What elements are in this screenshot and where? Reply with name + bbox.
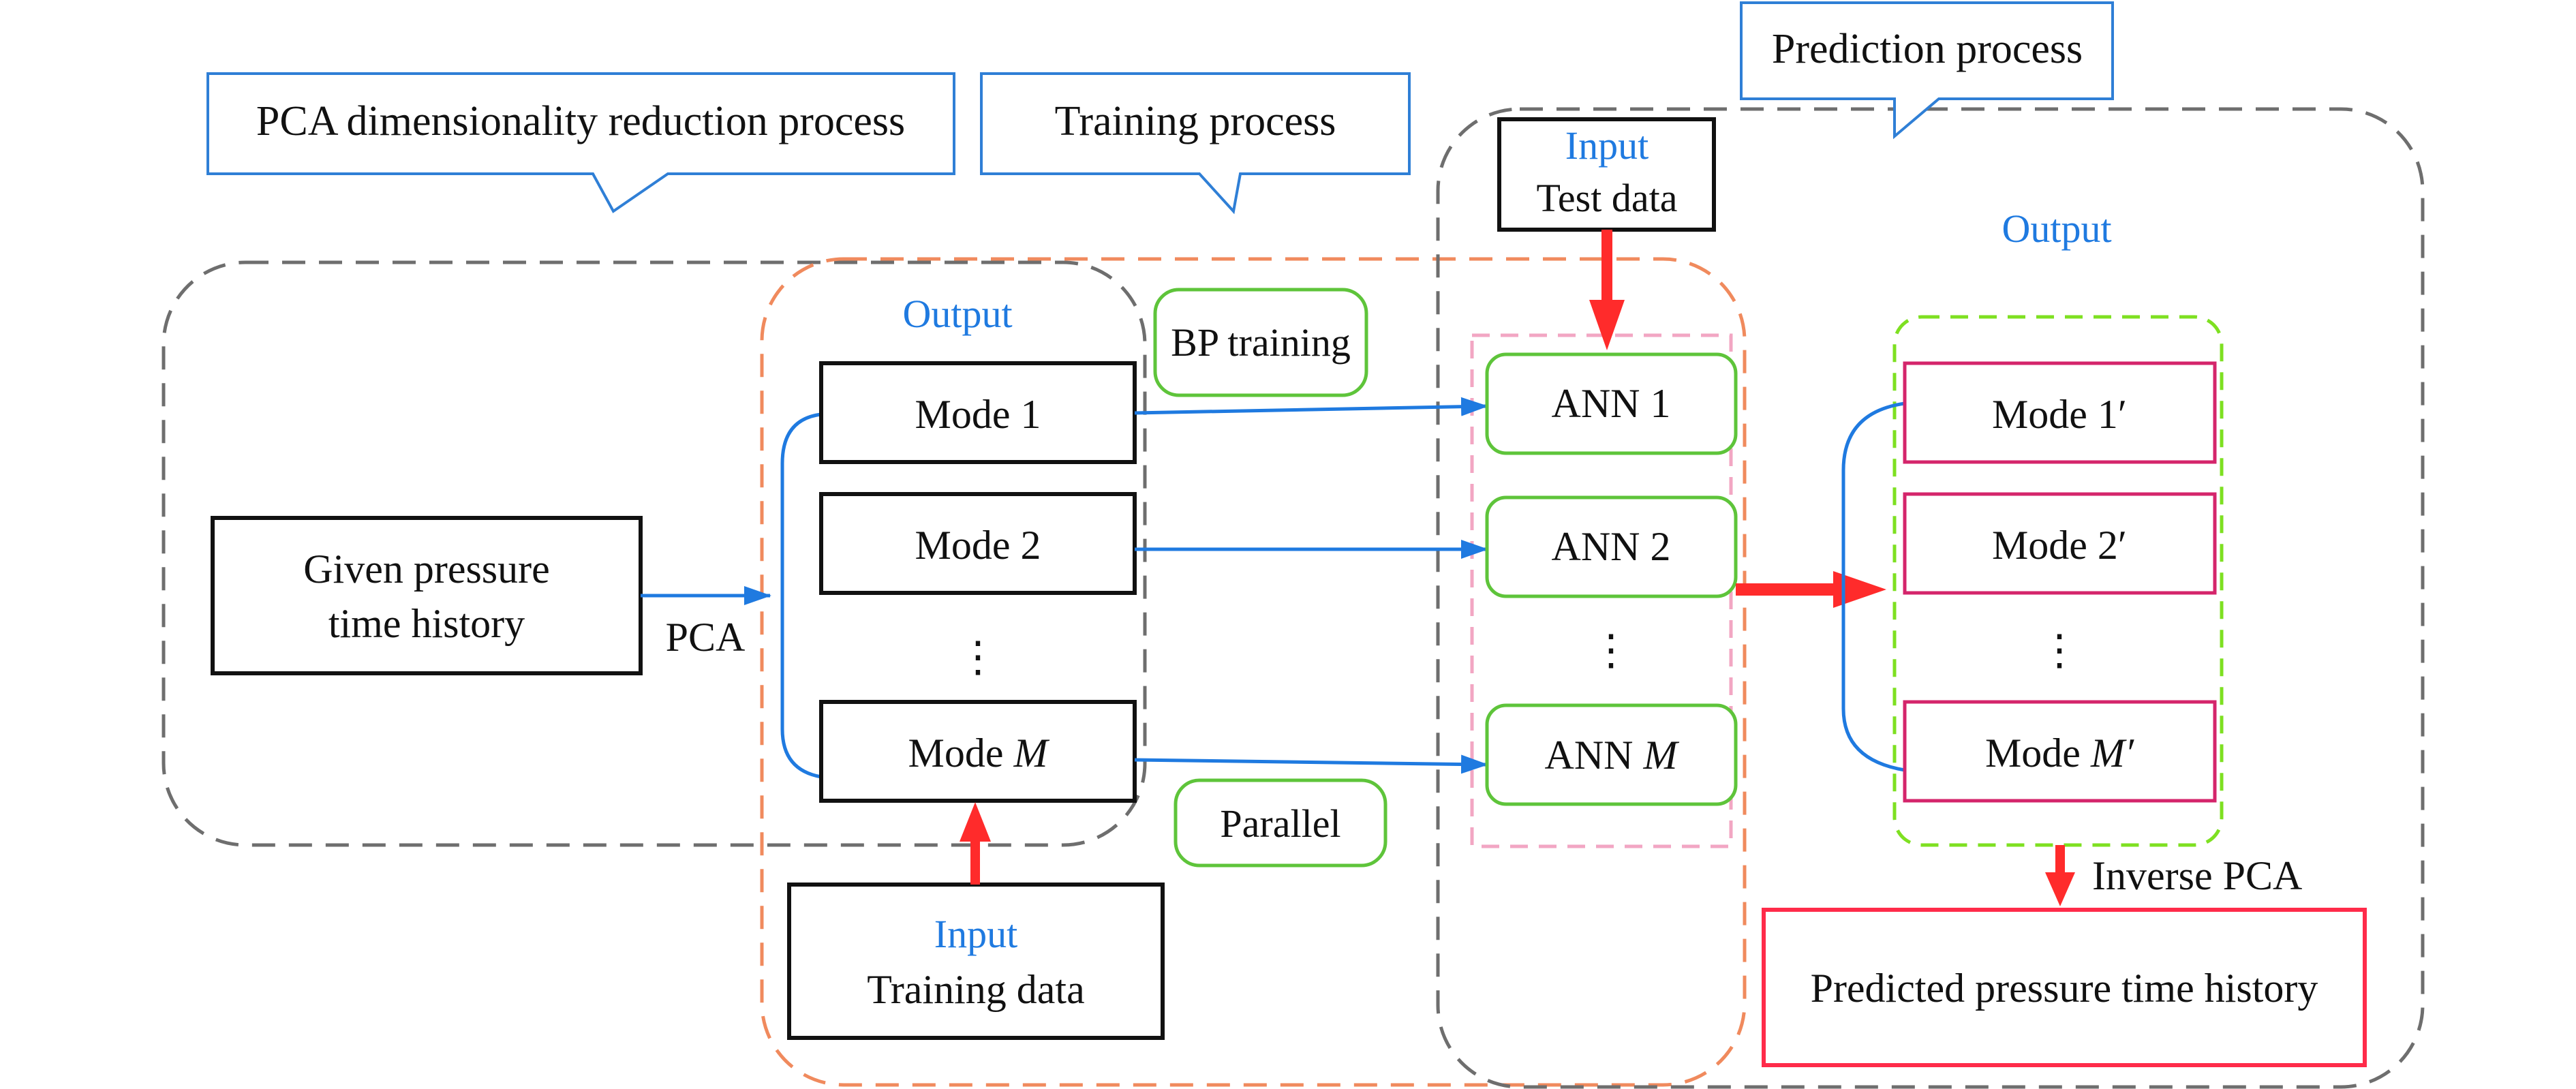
input-training-text: Training data	[867, 967, 1084, 1012]
mode-box-1: Mode 1	[819, 361, 1137, 464]
predicted-frame	[1762, 908, 2367, 1067]
callout-training-text: Training process	[1055, 98, 1336, 144]
output-arrow-shaft	[1736, 583, 1841, 596]
bp-training-frame	[1153, 288, 1368, 397]
pca-arrow-label: PCA	[666, 615, 746, 660]
mode-m-frame	[819, 700, 1137, 803]
callout-prediction-text: Prediction process	[1772, 26, 2083, 72]
ann-2-frame	[1485, 495, 1738, 598]
ann-1-label: ANN 1	[1552, 381, 1671, 426]
ann-2-label: ANN 2	[1552, 524, 1671, 569]
mode-box-m: Mode M	[819, 700, 1137, 803]
input-training-label: Input	[934, 912, 1017, 956]
callout-training: Training process	[980, 72, 1411, 215]
ann-to-output-arrow	[1736, 571, 1886, 608]
test-to-ann-arrow	[1589, 230, 1625, 350]
bp-training-tag: BP training	[1153, 288, 1368, 397]
ann-box-1: ANN 1	[1485, 352, 1738, 455]
mode-2-frame	[819, 492, 1137, 595]
ann-group-region	[1470, 333, 1733, 848]
output-label-right: Output	[2002, 206, 2111, 251]
mode-prime-box-m: Mode M′	[1903, 700, 2217, 803]
prediction-region	[1436, 107, 2425, 1089]
output-arrow-head	[1833, 571, 1886, 608]
predicted-text: Predicted pressure time history	[1811, 966, 2318, 1011]
ann-m-frame	[1485, 703, 1738, 806]
given-pressure-box: Given pressure time history	[211, 516, 643, 675]
training-to-mode-arrow	[960, 802, 991, 885]
test-arrow-shaft	[1601, 230, 1612, 303]
mode-prime-m-label: Mode M′	[1985, 731, 2134, 776]
parallel-text: Parallel	[1220, 801, 1340, 846]
inverse-pca-arrow	[2045, 845, 2075, 906]
given-pressure-line1: Given pressure	[303, 547, 550, 592]
anns-ellipsis: ⋮	[1590, 628, 1632, 674]
input-training-box: Input Training data	[787, 883, 1165, 1040]
test-arrow-head	[1589, 300, 1625, 350]
mode-prime-box-1: Mode 1′	[1903, 361, 2217, 464]
inverse-arrow-head	[2045, 872, 2075, 906]
input-test-box: Input Test data	[1497, 117, 1716, 232]
modem-to-annm-arrow	[1134, 754, 1488, 774]
mode-prime-1-frame	[1903, 361, 2217, 464]
modes-ellipsis: ⋮	[957, 634, 999, 681]
modes-prime-ellipsis: ⋮	[2038, 628, 2081, 674]
input-test-text: Test data	[1537, 176, 1678, 220]
parallel-tag: Parallel	[1174, 778, 1387, 868]
callout-training-shape	[980, 72, 1411, 215]
mode-m-label: Mode M	[908, 731, 1050, 776]
output-label-left: Output	[902, 292, 1012, 336]
callout-pca-text: PCA dimensionality reduction process	[256, 98, 905, 144]
ann-box-2: ANN 2	[1485, 495, 1738, 598]
callout-pca: PCA dimensionality reduction process	[206, 72, 955, 213]
inverse-pca-label: Inverse PCA	[2092, 853, 2302, 898]
training-region	[760, 257, 1747, 1087]
mode-prime-1-label: Mode 1′	[1992, 392, 2127, 437]
input-training-frame	[787, 883, 1165, 1040]
ann-1-frame	[1485, 352, 1738, 455]
mode-2-label: Mode 2	[915, 523, 1041, 568]
callout-prediction-shape	[1740, 1, 2114, 140]
mode-box-2: Mode 2	[819, 492, 1137, 595]
callout-pca-shape	[206, 72, 955, 213]
output-modes-bracket	[1841, 401, 1905, 772]
output-modes-region	[1892, 315, 2224, 847]
mode-1-label: Mode 1	[915, 392, 1041, 437]
mode-prime-2-frame	[1903, 492, 2217, 595]
given-pressure-frame	[211, 516, 643, 675]
mode-prime-2-label: Mode 2′	[1992, 523, 2127, 568]
predicted-box: Predicted pressure time history	[1762, 908, 2367, 1067]
training-arrow-shaft	[970, 840, 980, 885]
given-pressure-line2: time history	[328, 601, 525, 646]
training-arrow-head	[960, 802, 991, 842]
mode-prime-box-2: Mode 2′	[1903, 492, 2217, 595]
ann-m-label: ANN M	[1545, 733, 1680, 778]
inverse-arrow-shaft	[2055, 845, 2065, 876]
callout-prediction: Prediction process	[1740, 1, 2114, 140]
modes-bracket	[780, 412, 822, 779]
input-test-label: Input	[1565, 123, 1649, 168]
parallel-frame	[1174, 778, 1387, 868]
pca-region	[162, 260, 1147, 847]
bp-training-text: BP training	[1171, 320, 1351, 365]
ann-box-m: ANN M	[1485, 703, 1738, 806]
mode-prime-m-frame	[1903, 700, 2217, 803]
mode1-to-ann1-arrow	[1134, 397, 1488, 416]
